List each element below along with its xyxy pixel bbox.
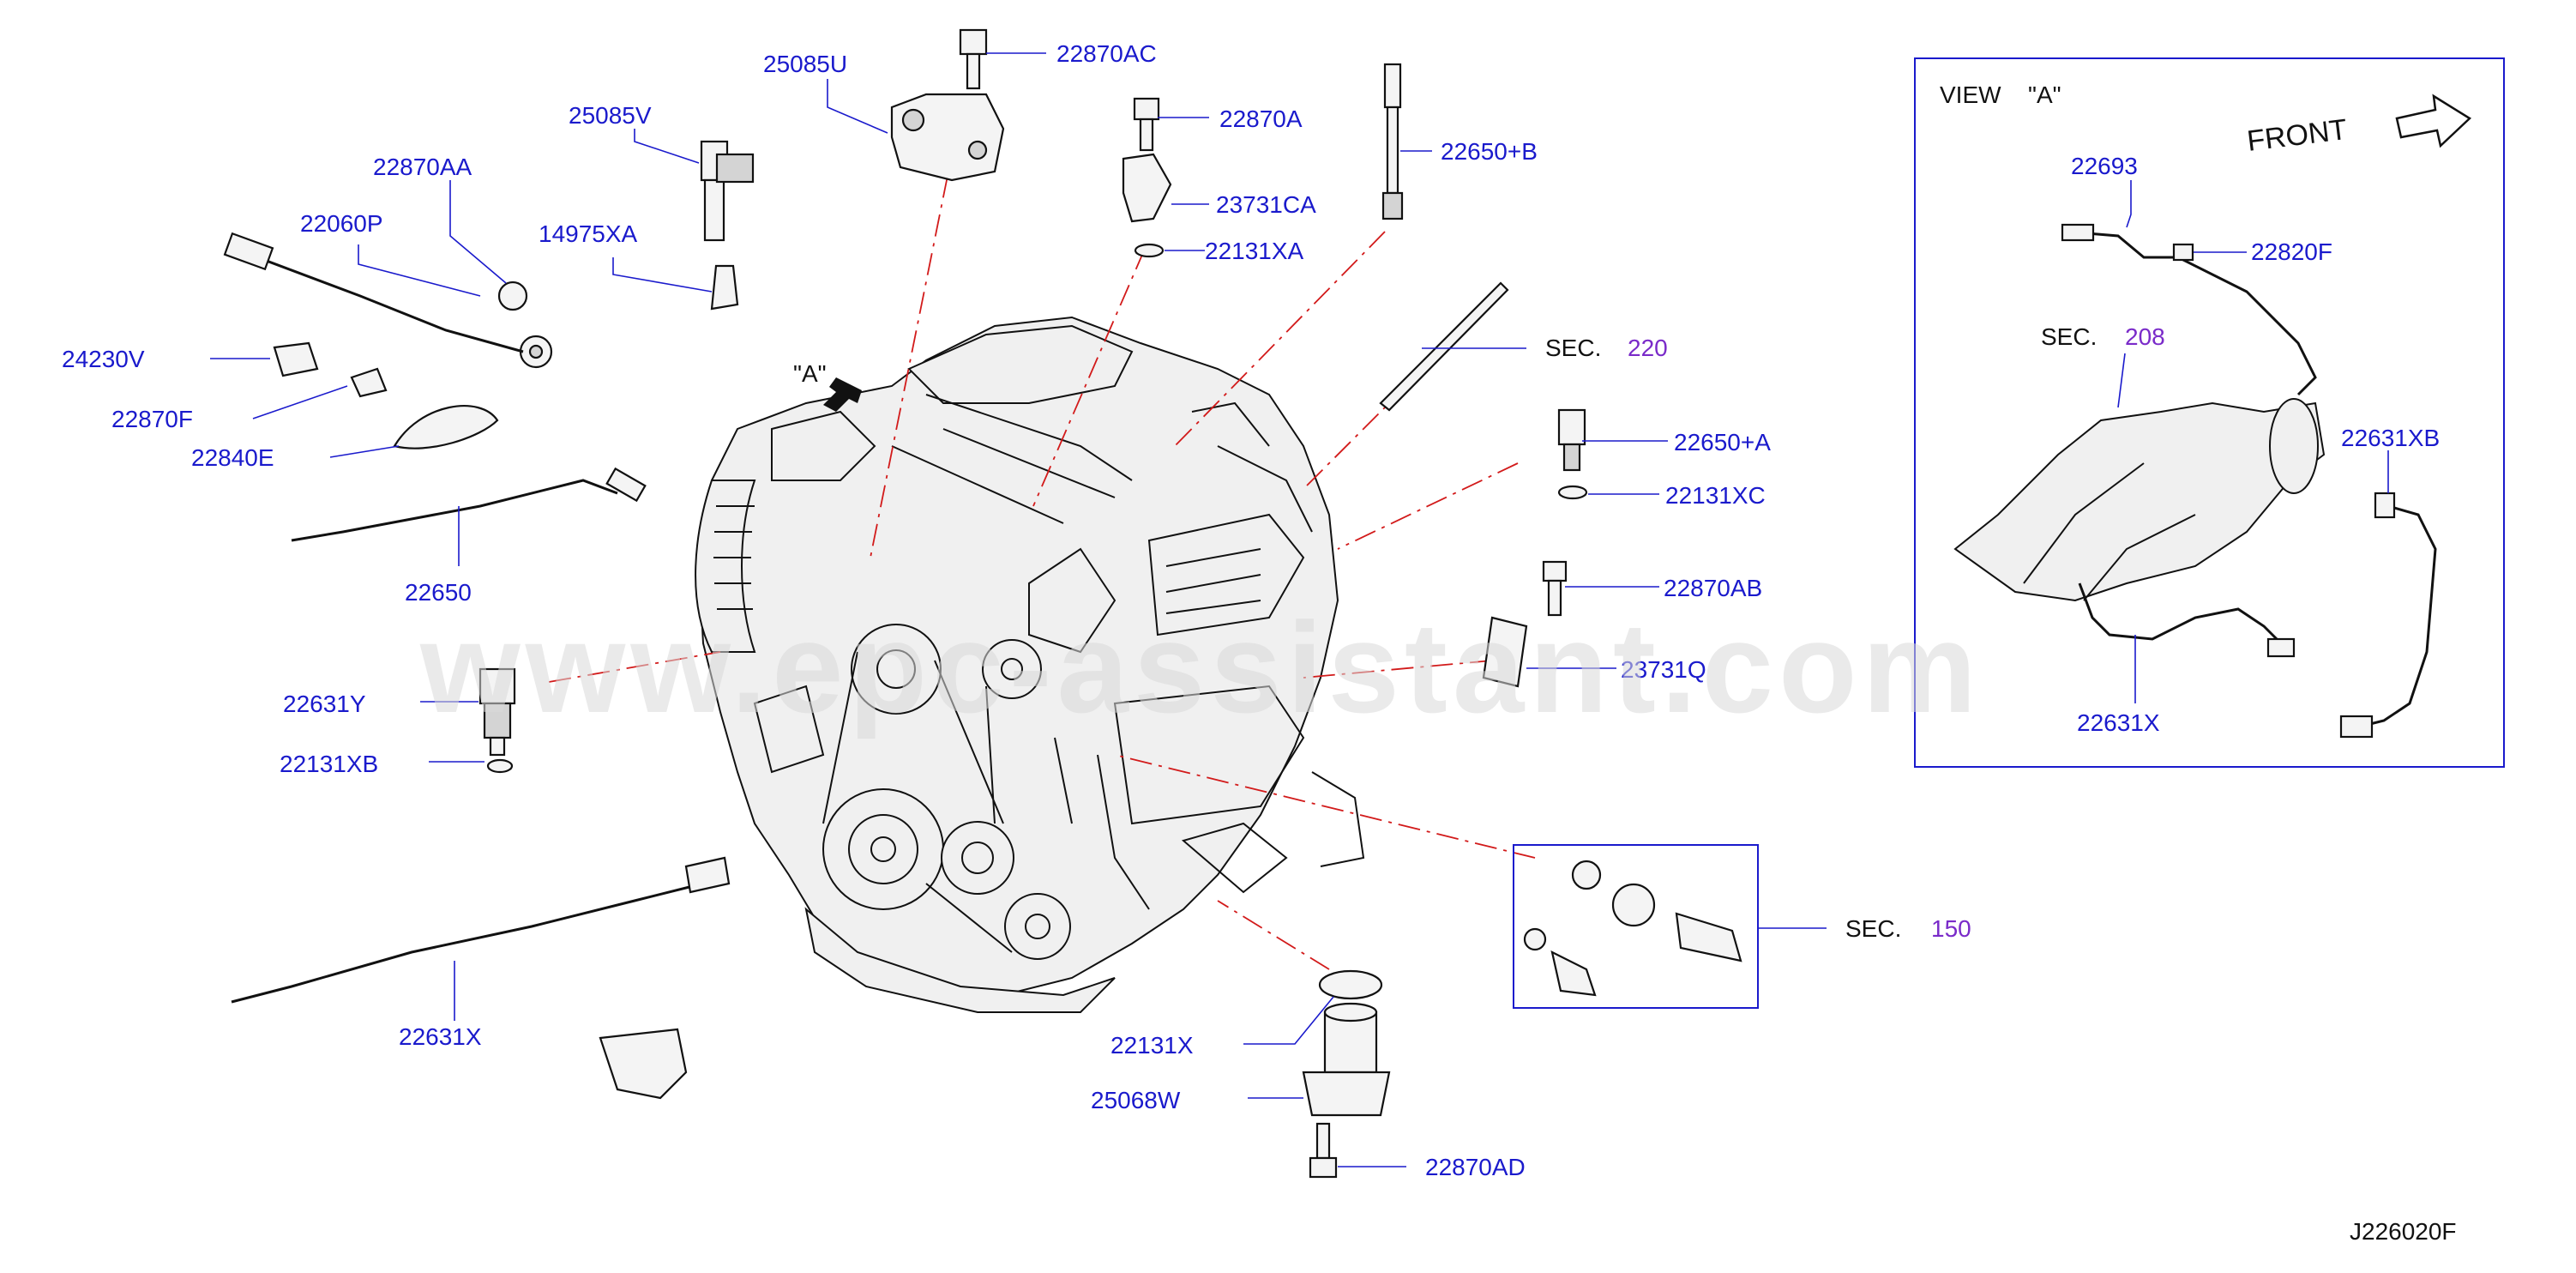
view-a-arrow: [823, 377, 862, 412]
part-labels: 25085U 22870AC 25085V 22870A 22650+B 228…: [62, 40, 2457, 1245]
harness-22693: [2066, 230, 2317, 396]
label-22820F: 22820F: [2251, 238, 2332, 265]
connector-22631X: [684, 856, 731, 894]
label-22631X: 22631X: [399, 1023, 482, 1050]
leader-lines: [210, 52, 2389, 1167]
label-22870AB: 22870AB: [1664, 575, 1762, 601]
label-22131X: 22131X: [1110, 1032, 1194, 1059]
bolt-22870AC: [959, 28, 988, 90]
sec220-number[interactable]: 220: [1628, 335, 1668, 361]
front-label: FRONT: [2245, 113, 2349, 158]
sensor-22650A: [1557, 408, 1586, 472]
label-14975XA: 14975XA: [539, 220, 638, 247]
rod-sec220: [1379, 281, 1509, 412]
label-22631XB: 22631XB: [2341, 425, 2440, 451]
label-22131XC: 22131XC: [1665, 482, 1766, 509]
label-view-a-marker: "A": [793, 360, 827, 387]
sec220-prefix: SEC.: [1545, 335, 1601, 361]
watermark: www.epc-assistant.com: [419, 595, 1982, 739]
label-23731Q: 23731Q: [1621, 656, 1706, 683]
label-22650A: 22650+A: [1674, 429, 1771, 456]
label-22870AA: 22870AA: [373, 154, 472, 180]
connector-22631XB: [2339, 715, 2374, 739]
label-22870A: 22870A: [1219, 106, 1303, 132]
view-a-inset: [1914, 57, 2505, 768]
label-22650: 22650: [405, 579, 472, 606]
label-25068W: 25068W: [1091, 1087, 1181, 1113]
reference-lines: [548, 175, 1536, 970]
label-22060P: 22060P: [300, 210, 383, 237]
label-22870AC: 22870AC: [1056, 40, 1157, 67]
sensor-22631XB: [2374, 492, 2396, 519]
label-24230V: 24230V: [62, 346, 145, 372]
filter-25068W: [1302, 1002, 1391, 1117]
clip-22820F: [2172, 243, 2194, 262]
loose-parts: [223, 28, 1588, 1179]
view-a-title: VIEW: [1940, 81, 2001, 108]
front-arrow-icon: [2395, 94, 2472, 148]
sec150-box: [1513, 844, 1759, 1009]
sensor-23731Q: [1482, 616, 1528, 688]
sec208-prefix: SEC.: [2041, 323, 2097, 350]
sec208-number[interactable]: 208: [2125, 323, 2165, 350]
connector-22693: [2061, 223, 2095, 242]
sensor-22631Y: [478, 667, 516, 757]
bracket: [599, 1028, 688, 1100]
label-22650B: 22650+B: [1441, 138, 1538, 165]
label-22631Y: 22631Y: [283, 691, 366, 717]
harness-22060P: [226, 249, 524, 353]
oring-22131X: [1318, 969, 1383, 1000]
knock-sensor-22870AA: [497, 281, 553, 369]
sec150-prefix: SEC.: [1845, 915, 1901, 942]
diagram-id: J226020F: [2350, 1218, 2457, 1245]
bolt-22870A: [1133, 97, 1160, 152]
bolt-22870AB: [1542, 560, 1568, 617]
catalytic-converter: [1953, 401, 2326, 602]
label-22870AD: 22870AD: [1425, 1154, 1526, 1180]
bolt-22870AD: [1309, 1122, 1338, 1179]
label-22631X-inset: 22631X: [2077, 709, 2160, 736]
sensor-22650: [605, 467, 647, 503]
oring-22131XA: [1134, 243, 1165, 258]
converter-outlet: [2269, 398, 2319, 494]
cap-14975XA: [710, 264, 739, 311]
sec150-number[interactable]: 150: [1931, 915, 1971, 942]
label-22693: 22693: [2071, 153, 2138, 179]
label-22870F: 22870F: [111, 406, 193, 432]
clip-22870F: [350, 367, 388, 398]
harness-22650: [291, 479, 618, 542]
label-25085V: 25085V: [569, 102, 652, 129]
oring-22131XC: [1557, 485, 1588, 500]
sensor-25085U: [890, 93, 1005, 182]
clip-24230V: [273, 341, 319, 377]
label-23731CA: 23731CA: [1216, 191, 1316, 218]
label-22131XB: 22131XB: [280, 751, 378, 777]
oring-22131XB: [486, 758, 514, 774]
harness-22631XB: [2349, 504, 2437, 731]
label-25085U: 25085U: [763, 51, 847, 77]
engine-assembly: [695, 316, 1365, 1013]
switch-25085V: [700, 140, 755, 242]
sensor-23731CA: [1122, 153, 1172, 223]
cable-22631X: [231, 882, 704, 1004]
label-22840E: 22840E: [191, 444, 274, 471]
harness-22631X-inset: [2078, 582, 2283, 645]
connector-22060P: [223, 232, 274, 271]
connector-22631X-inset: [2266, 637, 2296, 658]
strap-22840E: [393, 405, 499, 449]
glowplug-22650B: [1381, 63, 1404, 220]
view-a-letter: "A": [2028, 81, 2061, 108]
label-22131XA: 22131XA: [1205, 238, 1304, 264]
